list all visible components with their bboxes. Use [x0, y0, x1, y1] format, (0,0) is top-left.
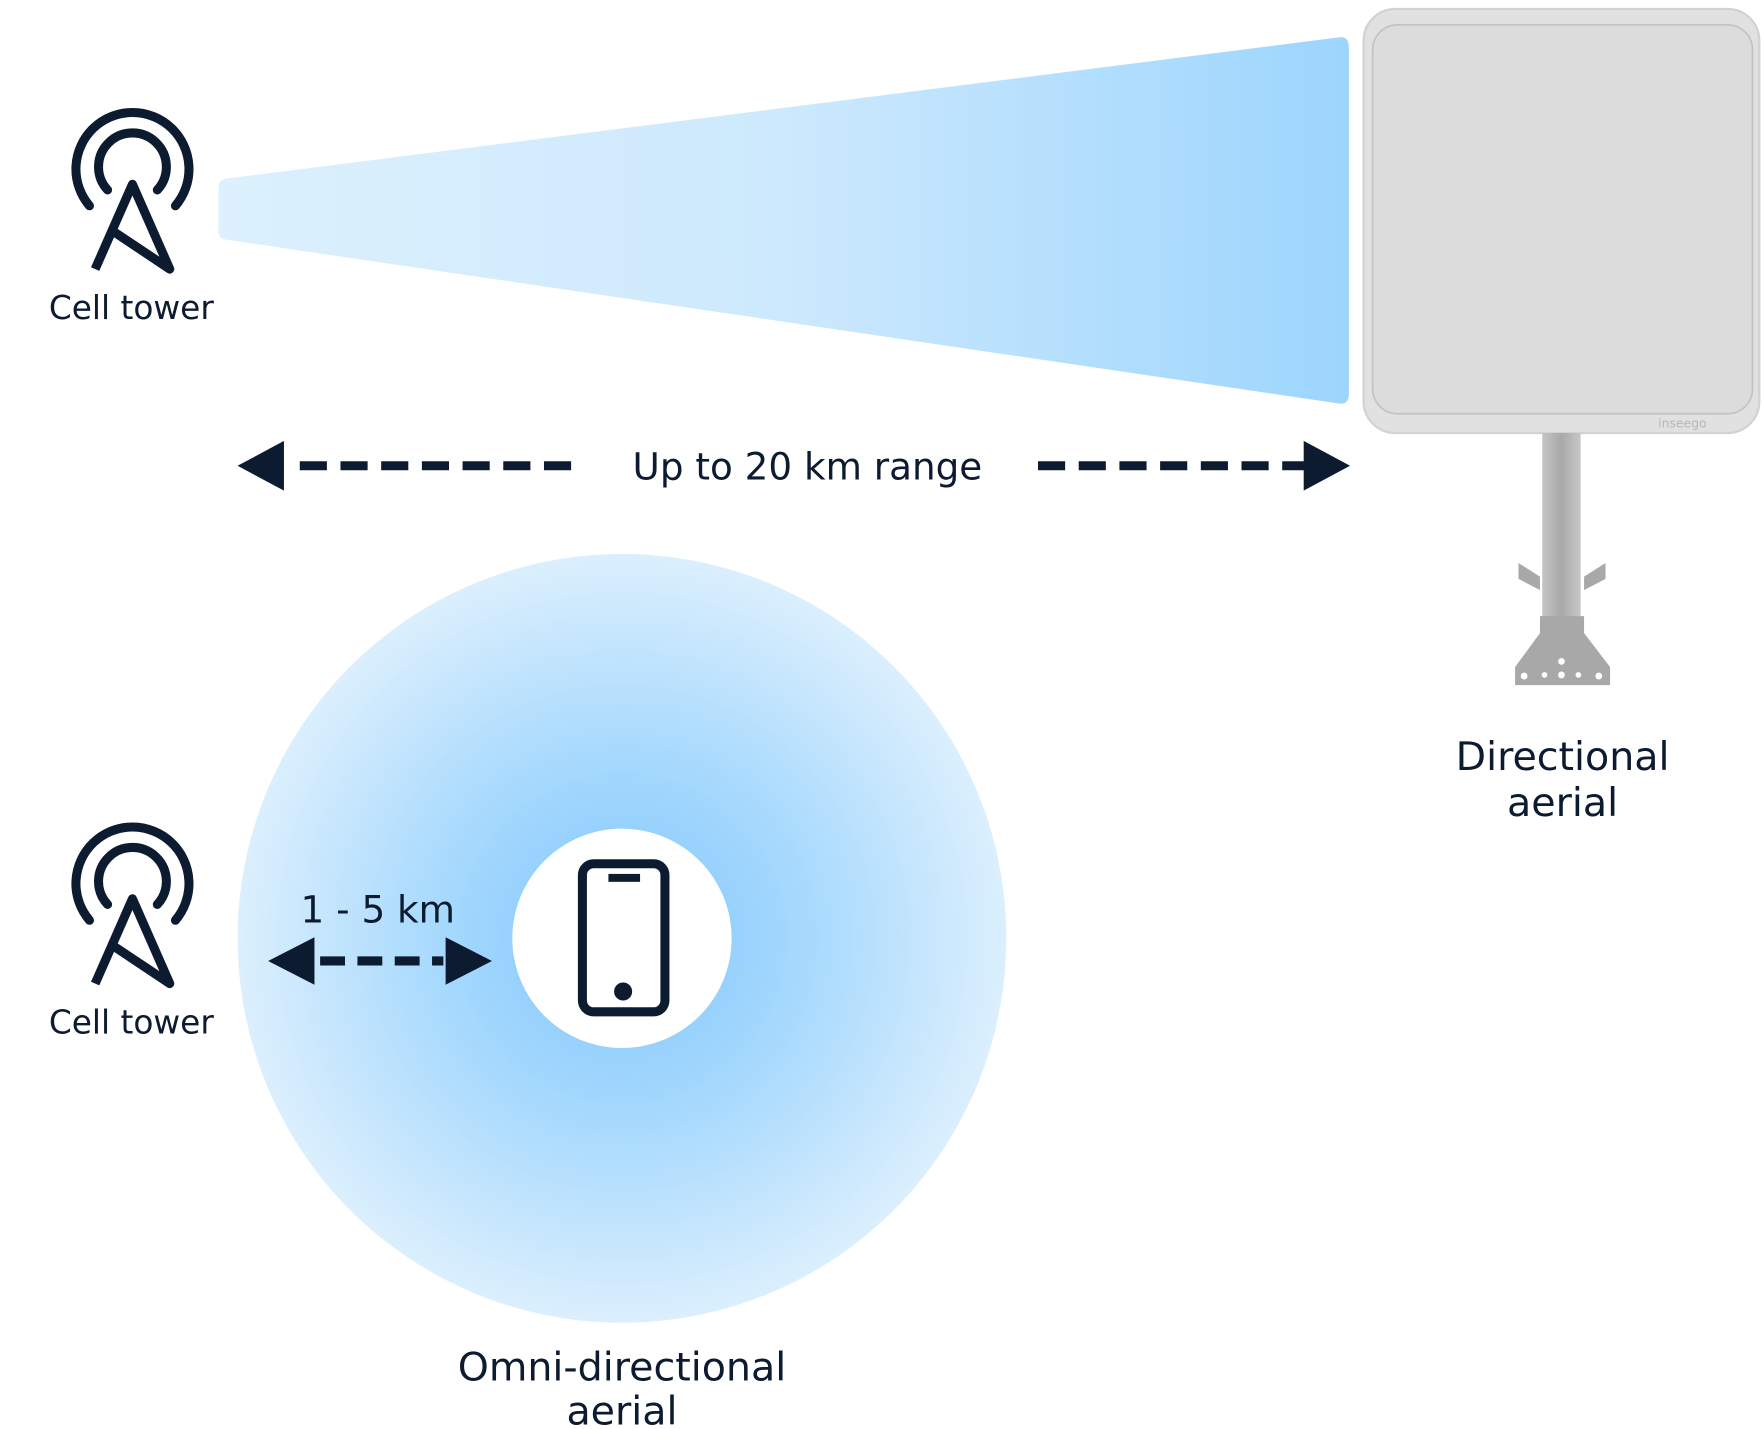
brand-logo: inseego — [1658, 415, 1707, 430]
omni-aerial-label-line1: Omni-directional — [458, 1344, 787, 1390]
bottom-cell-tower: Cell tower — [49, 827, 215, 1041]
cell-tower-label: Cell tower — [49, 289, 215, 327]
short-range-label: 1 - 5 km — [301, 888, 455, 932]
arrow-left-head — [268, 937, 315, 985]
arrow-left-head — [237, 440, 284, 491]
long-range-arrow: Up to 20 km range — [237, 440, 1351, 491]
directional-aerial-device: inseego — [1362, 7, 1761, 686]
arrow-right-head — [445, 937, 492, 985]
omni-aerial-device — [512, 828, 732, 1049]
long-range-label: Up to 20 km range — [633, 444, 983, 488]
arrow-right-head — [1303, 440, 1351, 491]
cell-tower-label: Cell tower — [49, 1003, 215, 1041]
omni-aerial-label-line2: aerial — [566, 1388, 677, 1429]
short-range-arrow: 1 - 5 km — [268, 888, 492, 985]
directional-aerial-label-line2: aerial — [1507, 780, 1618, 826]
directional-beam — [218, 37, 1349, 404]
top-cell-tower: Cell tower — [49, 112, 215, 327]
directional-aerial-label-line1: Directional — [1456, 734, 1670, 780]
cell-tower-icon — [76, 112, 189, 269]
cell-tower-icon — [76, 827, 189, 984]
phone-icon — [577, 859, 670, 1017]
